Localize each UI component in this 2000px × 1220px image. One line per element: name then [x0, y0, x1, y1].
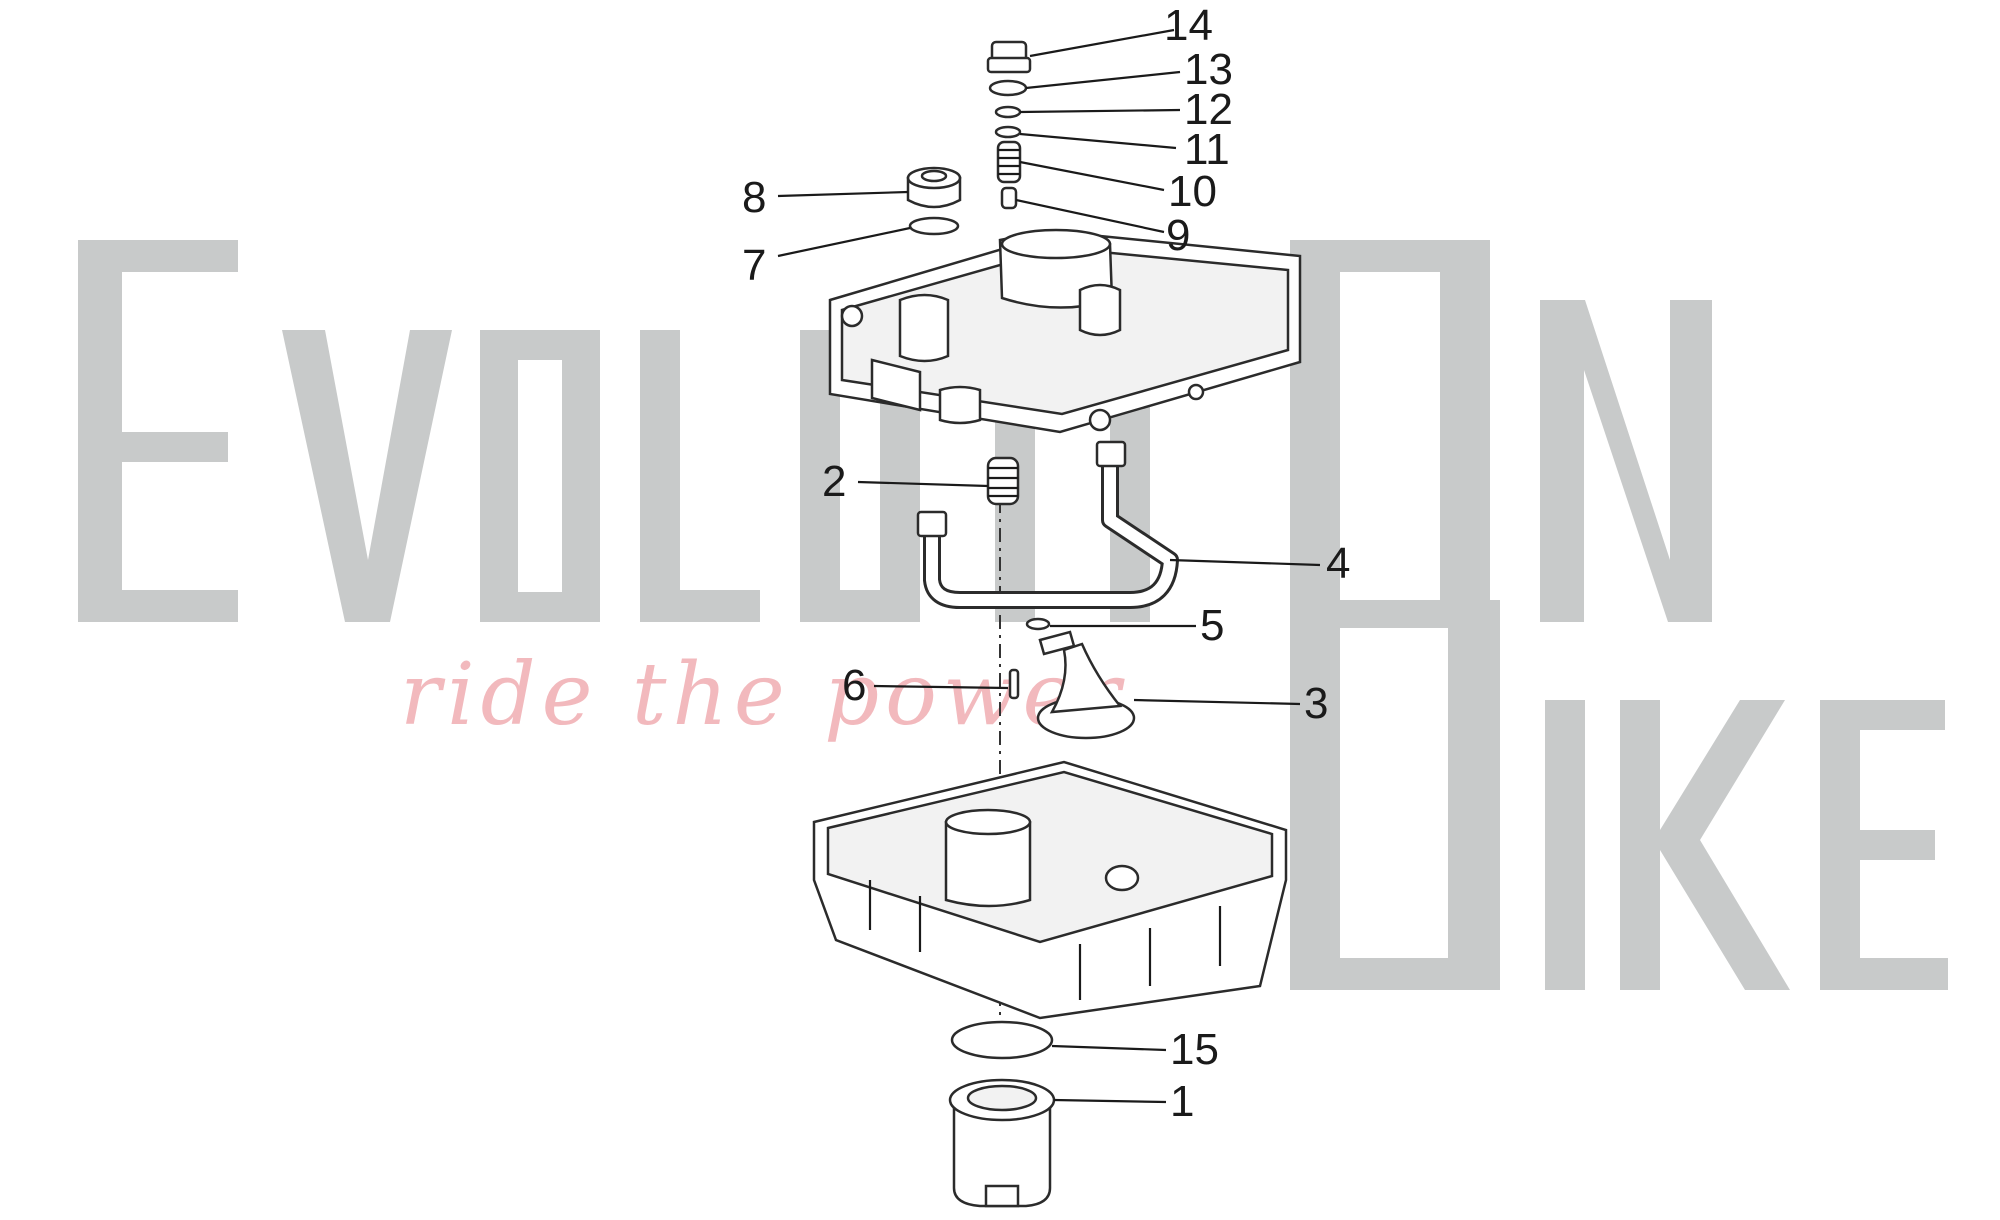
part-oil-sump — [812, 760, 1288, 1020]
part-10-spring — [996, 140, 1022, 184]
callout-14: 14 — [1164, 1, 1213, 50]
part-6-pin — [1008, 668, 1020, 700]
part-11-o-ring — [994, 125, 1022, 139]
callout-13: 13 — [1184, 45, 1233, 94]
callout-3: 3 — [1304, 679, 1328, 728]
callout-labels: 14 13 12 11 10 9 8 7 2 4 5 6 3 15 1 — [742, 1, 1350, 1126]
callout-5: 5 — [1200, 601, 1224, 650]
part-7-gasket — [908, 216, 960, 236]
part-5-o-ring — [1025, 617, 1051, 631]
callout-6: 6 — [842, 661, 866, 710]
part-13-washer — [988, 79, 1028, 97]
callout-7: 7 — [742, 241, 766, 290]
callout-12: 12 — [1184, 85, 1233, 134]
part-14-plug — [986, 40, 1032, 74]
callout-10: 10 — [1168, 167, 1217, 216]
part-12-o-ring — [994, 105, 1022, 119]
leader-lines — [777, 28, 1321, 1104]
callout-2: 2 — [822, 457, 846, 506]
part-2-strainer-spring — [986, 456, 1020, 506]
callout-8: 8 — [742, 173, 766, 222]
callout-9: 9 — [1166, 211, 1190, 260]
callout-4: 4 — [1326, 539, 1350, 588]
part-1-oil-filter — [948, 1078, 1056, 1208]
callout-11: 11 — [1184, 125, 1230, 174]
callout-15: 15 — [1170, 1025, 1219, 1074]
part-4-oil-pipe — [916, 440, 1179, 609]
part-3-strainer — [1036, 630, 1136, 740]
callout-1: 1 — [1170, 1077, 1194, 1126]
part-8-filler-cap — [906, 166, 962, 209]
part-15-gasket — [950, 1020, 1054, 1060]
part-9-valve — [1000, 186, 1018, 210]
part-upper-housing — [828, 228, 1302, 434]
